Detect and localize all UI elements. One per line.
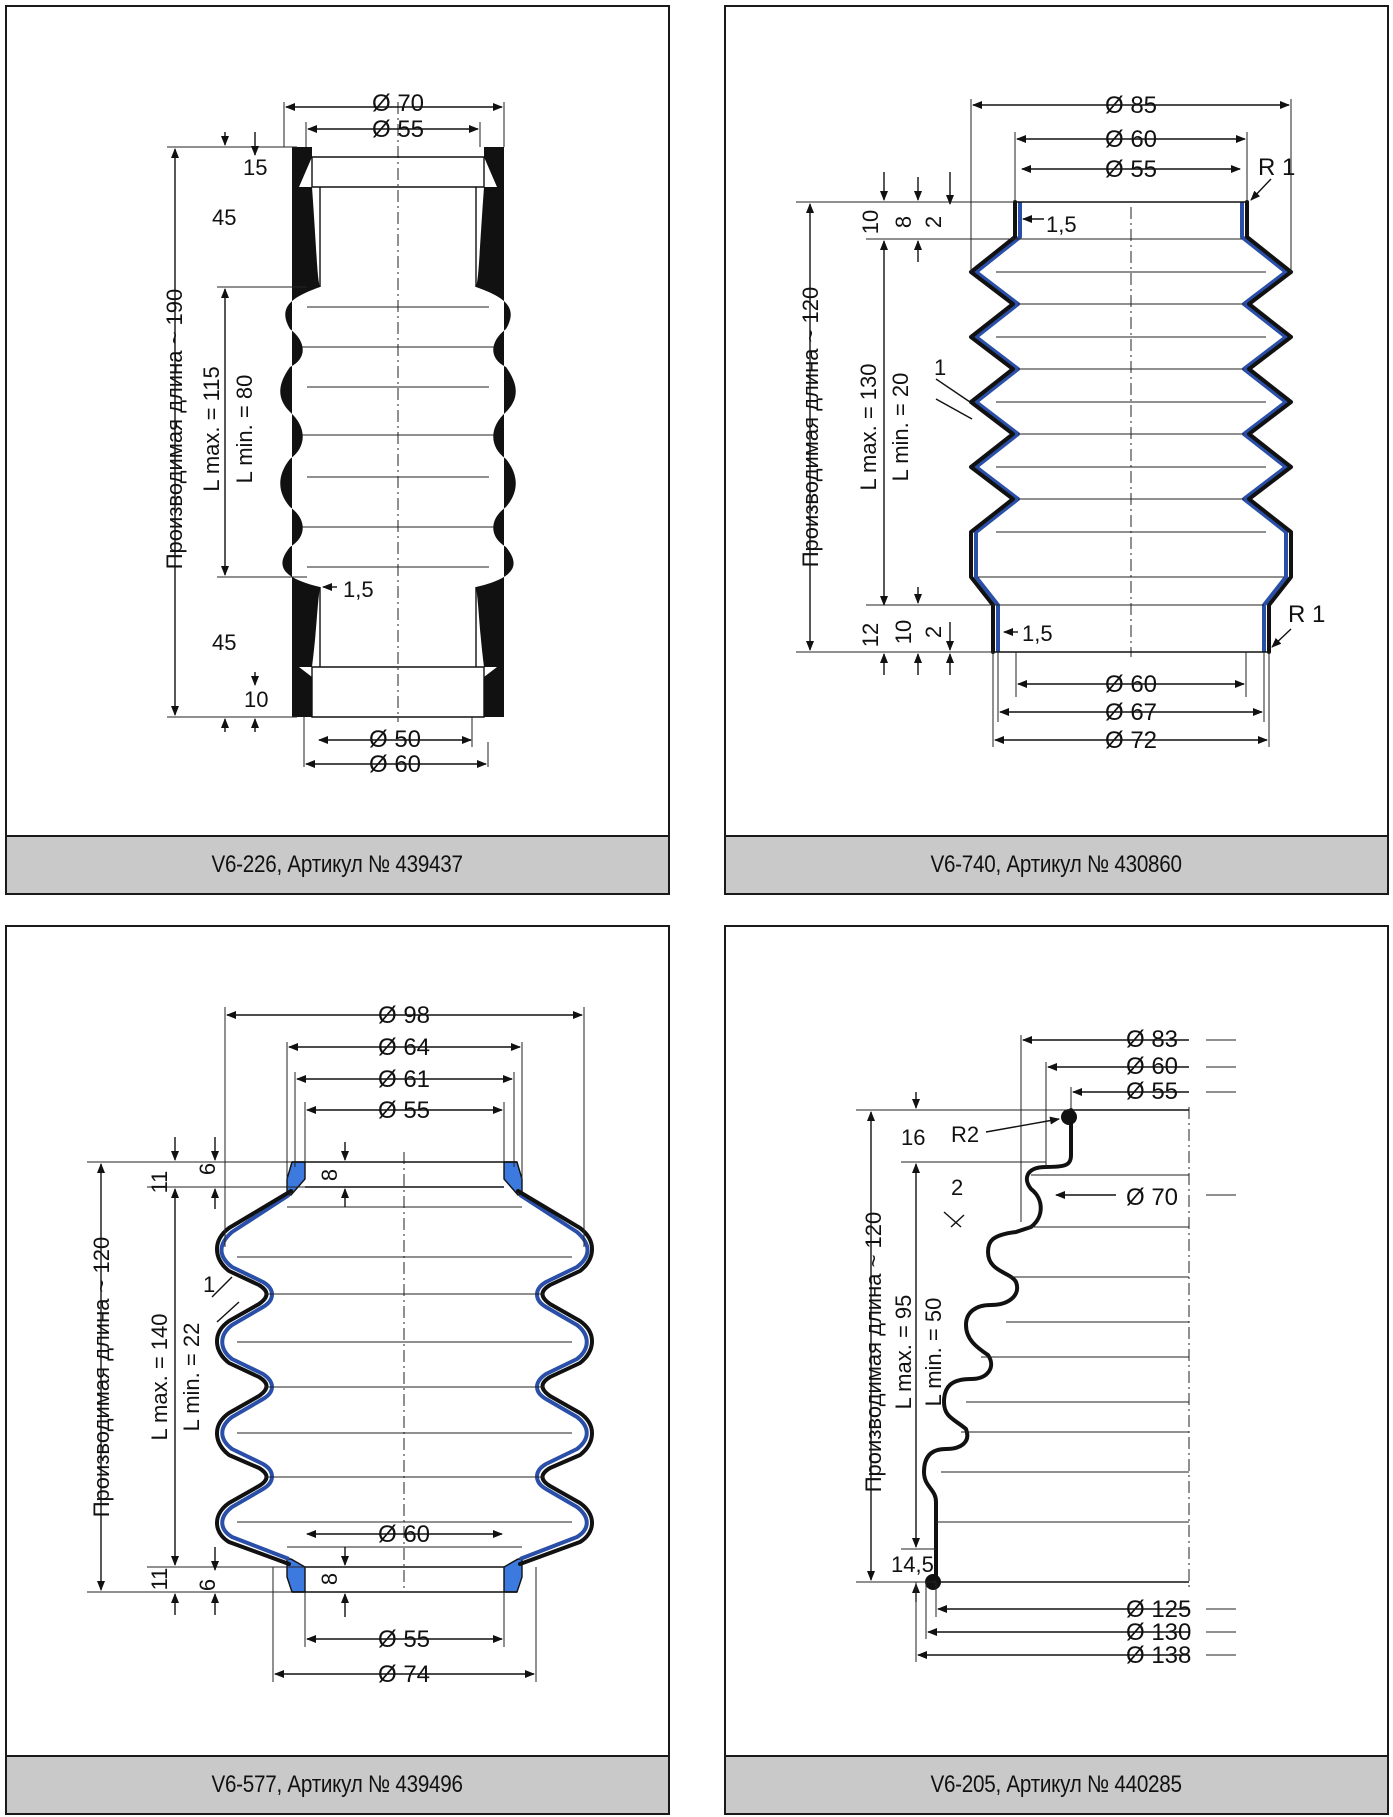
label-produced-length: Производимая длина ~ 120 [861, 1212, 886, 1493]
label-lmin: L min. = 20 [888, 373, 913, 482]
drawing-v6-205: Ø 83 Ø 60 Ø 55 R2 Ø 70 2 Производимая дл… [856, 1026, 1236, 1669]
label-d125: Ø 125 [1126, 1596, 1191, 1623]
caption-text: V6-577, Артикул № 439496 [211, 1771, 464, 1798]
label-h2-bottom: 2 [921, 626, 946, 638]
label-d60-bottom: Ø 60 [1105, 671, 1157, 698]
label-r1-bottom: R 1 [1288, 601, 1325, 628]
caption-bar: V6-205, Артикул № 440285 [726, 1755, 1387, 1813]
caption-text: V6-205, Артикул № 440285 [930, 1771, 1183, 1798]
label-d55-bottom: Ø 55 [378, 1626, 430, 1653]
caption-text: V6-740, Артикул № 430860 [930, 851, 1183, 878]
label-h10-bottom: 10 [891, 620, 916, 644]
label-d50: Ø 50 [369, 726, 421, 753]
label-d98: Ø 98 [378, 1002, 430, 1029]
label-d60: Ø 60 [369, 751, 421, 778]
label-h11-top: 11 [147, 1171, 172, 1194]
label-h16: 16 [901, 1125, 925, 1150]
label-d55: Ø 55 [372, 116, 424, 143]
label-lmin: L min. = 22 [179, 1323, 204, 1432]
bellows-profile-left [280, 147, 320, 717]
label-w2: 2 [951, 1175, 963, 1200]
drawing-v6-226: Ø 70 Ø 55 Производимая длина ~ 190 L max… [162, 90, 516, 778]
label-h15: 15 [243, 155, 267, 180]
caption-text: V6-226, Артикул № 439437 [211, 851, 464, 878]
label-wall-1-5-bottom: 1,5 [1022, 621, 1053, 646]
label-wall-1-5: 1,5 [343, 577, 374, 602]
label-d67: Ø 67 [1105, 699, 1157, 726]
label-r2: R2 [951, 1122, 979, 1147]
label-h6-bottom: 6 [195, 1579, 220, 1591]
label-w1: 1 [934, 355, 946, 380]
label-lmin: L min. = 50 [921, 1298, 946, 1407]
label-lmax: L max. = 130 [856, 364, 881, 491]
label-d130: Ø 130 [1126, 1619, 1191, 1646]
label-produced-length: Производимая длина ~ 120 [89, 1237, 114, 1518]
label-wall-1-5-top: 1,5 [1046, 212, 1077, 237]
label-h14-5: 14,5 [891, 1552, 934, 1577]
label-lmax: L max. = 140 [147, 1314, 172, 1441]
drawing-v6-740: Ø 85 Ø 60 Ø 55 R 1 1,5 Производимая длин… [796, 92, 1325, 754]
label-d72: Ø 72 [1105, 727, 1157, 754]
caption-bar: V6-577, Артикул № 439496 [7, 1755, 668, 1813]
label-d55: Ø 55 [1105, 156, 1157, 183]
label-d85: Ø 85 [1105, 92, 1157, 119]
label-h10-top: 10 [858, 210, 883, 234]
drawing-v6-577: Ø 98 Ø 64 Ø 61 Ø 55 8 Производимая длина… [87, 1002, 594, 1688]
label-h45-top: 45 [212, 205, 236, 230]
caption-bar: V6-226, Артикул № 439437 [7, 835, 668, 893]
label-h8-top: 8 [891, 216, 916, 228]
label-d70: Ø 70 [372, 90, 424, 117]
label-lmax: L max. = 115 [199, 366, 224, 491]
label-produced-length: Производимая длина ~ 120 [798, 287, 823, 568]
label-d60: Ø 60 [378, 1521, 430, 1548]
label-h45-bottom: 45 [212, 630, 236, 655]
label-h8-bottom: 8 [317, 1573, 342, 1585]
panel-v6-577: Ø 98 Ø 64 Ø 61 Ø 55 8 Производимая длина… [5, 925, 670, 1815]
label-w1: 1 [203, 1272, 215, 1297]
label-produced-length: Производимая длина ~ 190 [162, 289, 187, 570]
label-d70: Ø 70 [1126, 1184, 1178, 1211]
panel-v6-226: Ø 70 Ø 55 Производимая длина ~ 190 L max… [5, 5, 670, 895]
label-d61: Ø 61 [378, 1066, 430, 1093]
label-h12: 12 [858, 623, 883, 647]
caption-bar: V6-740, Артикул № 430860 [726, 835, 1387, 893]
label-h2-top: 2 [921, 216, 946, 228]
label-lmin: L min. = 80 [232, 375, 257, 484]
label-h10: 10 [244, 687, 268, 712]
label-d60: Ø 60 [1105, 126, 1157, 153]
label-d55: Ø 55 [378, 1097, 430, 1124]
label-lmax: L max. = 95 [891, 1295, 916, 1410]
label-h6-top: 6 [195, 1163, 220, 1175]
label-d83: Ø 83 [1126, 1026, 1178, 1053]
label-d138: Ø 138 [1126, 1642, 1191, 1669]
label-d64: Ø 64 [378, 1034, 430, 1061]
panel-v6-205: Ø 83 Ø 60 Ø 55 R2 Ø 70 2 Производимая дл… [724, 925, 1389, 1815]
bellows-profile-right [476, 147, 516, 717]
label-h8-top: 8 [317, 1169, 342, 1181]
label-d60: Ø 60 [1126, 1053, 1178, 1080]
label-h11-bottom: 11 [147, 1568, 172, 1591]
label-d55: Ø 55 [1126, 1078, 1178, 1105]
panel-v6-740: Ø 85 Ø 60 Ø 55 R 1 1,5 Производимая длин… [724, 5, 1389, 895]
label-d74: Ø 74 [378, 1661, 430, 1688]
label-r1-top: R 1 [1258, 154, 1295, 181]
